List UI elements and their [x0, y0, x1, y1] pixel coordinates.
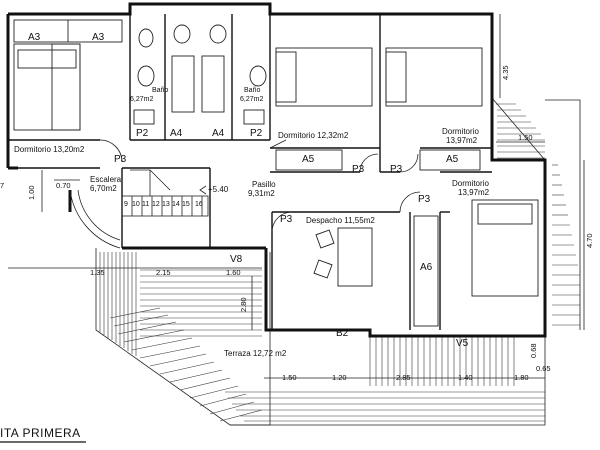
terrace-right-hatch: [491, 97, 581, 330]
room-dormitorio-1-label: Dormitorio 13,20m2: [14, 145, 85, 154]
room-escalera-area: 6,70m2: [90, 184, 117, 193]
svg-text:16: 16: [195, 201, 203, 208]
code-a6: A6: [420, 262, 433, 273]
room-dormitorio-3-area: 13,97m2: [446, 136, 478, 145]
svg-text:14: 14: [172, 201, 180, 208]
svg-text:10: 10: [132, 201, 140, 208]
code-a3-1: A3: [28, 32, 41, 43]
furniture: [13, 19, 539, 327]
code-p3-2: P3: [352, 164, 365, 175]
svg-text:0.68: 0.68: [529, 343, 538, 358]
room-labels: Dormitorio 13,20m2 Baño 6,27m2 Baño 6,27…: [14, 87, 490, 358]
code-b2: B2: [336, 328, 349, 339]
code-v5: V5: [456, 338, 469, 349]
element-codes: A3 A3 P2 A4 A4 P2 P3 A5 P3 P3 A5 P3 P3 A…: [28, 32, 469, 349]
svg-text:1.50: 1.50: [518, 133, 533, 142]
svg-text:12: 12: [152, 201, 160, 208]
svg-text:13: 13: [162, 201, 170, 208]
svg-text:2.15: 2.15: [156, 268, 171, 277]
svg-text:4.70: 4.70: [585, 233, 594, 248]
svg-text:1.60: 1.60: [226, 268, 241, 277]
dimension-lines: [8, 14, 585, 379]
room-pasillo-area: 9,31m2: [248, 189, 275, 198]
room-bano-2-name: Baño: [244, 87, 260, 94]
svg-text:7: 7: [0, 181, 4, 190]
svg-text:4.35: 4.35: [501, 65, 510, 80]
svg-text:11: 11: [142, 201, 149, 208]
svg-text:1.00: 1.00: [27, 185, 36, 200]
stair-step-numbers: 9 10 11 12 13 14 15 16: [124, 201, 203, 208]
svg-text:1.20: 1.20: [332, 373, 347, 382]
room-bano-1-area: 6,27m2: [130, 96, 153, 103]
code-p2-2: P2: [250, 128, 263, 139]
room-bano-2-area: 6,27m2: [240, 96, 263, 103]
code-p3-1: P3: [114, 154, 127, 165]
code-v8: V8: [230, 254, 243, 265]
staircase: [121, 169, 209, 217]
terrace-bottom-hatch: [225, 330, 546, 426]
room-dormitorio-4-area: 13,97m2: [458, 188, 490, 197]
code-p3-4: P3: [418, 194, 431, 205]
interior-walls: [8, 14, 492, 330]
code-a5-1: A5: [302, 154, 315, 165]
room-escalera-name: Escalera: [90, 175, 122, 184]
svg-text:0.70: 0.70: [56, 181, 71, 190]
svg-text:9: 9: [124, 201, 128, 208]
room-terraza-label: Terraza 12,72 m2: [224, 349, 287, 358]
code-p2-1: P2: [136, 128, 149, 139]
svg-text:2.85: 2.85: [396, 373, 411, 382]
svg-text:1.50: 1.50: [282, 373, 297, 382]
room-pasillo-name: Pasillo: [252, 180, 276, 189]
svg-text:15: 15: [182, 201, 190, 208]
room-dormitorio-2-label: Dormitorio 12,32m2: [278, 131, 349, 140]
room-dormitorio-3-name: Dormitorio: [442, 127, 479, 136]
svg-text:1.40: 1.40: [458, 373, 473, 382]
code-a3-2: A3: [92, 32, 105, 43]
plan-title: ITA PRIMERA: [0, 426, 81, 440]
room-despacho-label: Despacho 11,55m2: [306, 216, 375, 225]
code-a4-2: A4: [212, 128, 225, 139]
code-a4-1: A4: [170, 128, 183, 139]
room-dormitorio-4-name: Dormitorio: [452, 179, 489, 188]
svg-text:1.35: 1.35: [90, 268, 105, 277]
door-swings: [69, 139, 421, 249]
terrace-left-hatch: [95, 248, 271, 426]
svg-text:2.80: 2.80: [239, 297, 248, 312]
level-mark: +5.40: [208, 185, 229, 194]
svg-text:1.80: 1.80: [514, 373, 529, 382]
svg-text:0.65: 0.65: [536, 364, 551, 373]
code-p3-5: P3: [280, 214, 293, 225]
code-a5-2: A5: [446, 154, 459, 165]
code-p3-3: P3: [390, 164, 403, 175]
dimension-values: 4.35 1.50 4.70 0.70 1.00 7 1.35 2.15 1.6…: [0, 65, 594, 382]
room-bano-1-name: Baño: [152, 87, 168, 94]
